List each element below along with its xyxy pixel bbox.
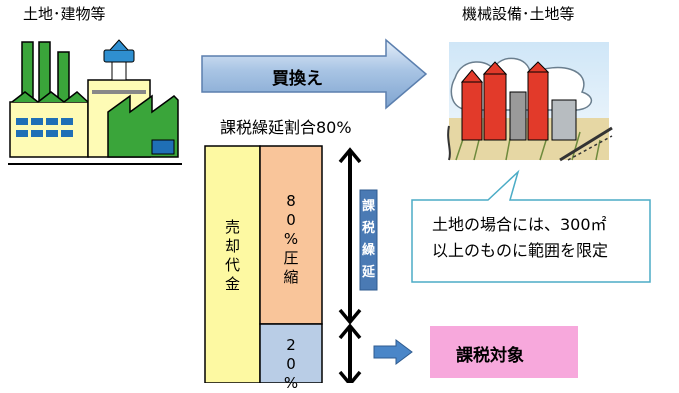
taxable-pointer-arrow: [373, 339, 413, 365]
diagram-art: [8, 38, 651, 383]
taxable-range-arrow: [338, 323, 362, 383]
taxable-label: 課税対象: [456, 346, 524, 366]
callout-bubble: [411, 169, 651, 283]
replacement-arrow-label: 買換え: [272, 69, 323, 89]
deferral-ratio-label: 課税繰延割合80%: [220, 118, 352, 137]
compressed-block: [259, 145, 323, 325]
right-asset-label: 機械設備･土地等: [462, 5, 575, 23]
remaining-block: [259, 323, 323, 383]
v-sale-text: 売却代金: [224, 218, 240, 293]
sale-price-label: 売却代金: [205, 218, 260, 294]
deferral-tag: [359, 189, 378, 291]
callout-line-1: 土地の場合には、300㎡: [432, 215, 607, 234]
sale-price-block: [204, 145, 261, 383]
v-defer-text: 課税繰延: [361, 199, 375, 280]
replacement-arrow: [201, 38, 428, 110]
factory-illustration: [8, 39, 182, 165]
silo-illustration: [447, 42, 613, 162]
taxable-box: [430, 326, 578, 378]
deferral-tag-label: 課税繰延: [360, 196, 377, 284]
left-asset-label: 土地･建物等: [23, 5, 106, 23]
deferral-arrow: [338, 147, 362, 325]
callout-line-2: 以上のものに範囲を限定: [432, 241, 609, 260]
